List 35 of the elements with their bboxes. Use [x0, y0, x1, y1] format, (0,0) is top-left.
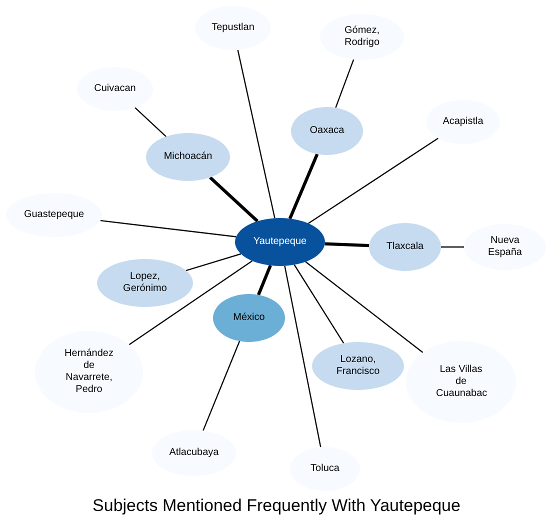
node-label: Cuivacan — [94, 83, 136, 95]
node-label: Nueva España — [487, 235, 523, 259]
node-label: Atlacubaya — [169, 447, 219, 459]
connector-line — [284, 266, 322, 448]
connector-line — [134, 107, 166, 137]
node-label: Lozano, Francisco — [335, 354, 381, 378]
connector-line — [100, 220, 236, 238]
connector-line — [256, 264, 272, 296]
node-label: Toluca — [310, 463, 340, 475]
connector-line — [308, 138, 438, 224]
node-label: Gómez, Rodrigo — [343, 25, 381, 49]
ellipse-node — [97, 259, 193, 307]
connector-line — [237, 50, 276, 218]
connector-line — [209, 176, 259, 222]
node-label: Guastepeque — [24, 209, 84, 221]
connector-line — [128, 260, 253, 346]
node-label: Oaxaca — [310, 125, 344, 137]
node-label: Michoacán — [164, 151, 212, 163]
connector-line — [294, 264, 344, 344]
connector-line — [288, 153, 319, 220]
connector-line — [324, 242, 370, 248]
connector-line — [335, 59, 354, 108]
node-label: Las Villas de Cuaunabac — [436, 364, 486, 400]
node-label: Yautepeque — [253, 236, 307, 248]
node-label: Tlaxcala — [386, 241, 424, 253]
node-label: Tepustlan — [212, 22, 254, 34]
node-label: Acapistla — [442, 116, 484, 128]
node-label: Hernández de Navarrete, Pedro — [64, 348, 114, 396]
node-label: México — [233, 312, 265, 324]
connector-line — [441, 246, 464, 248]
diagram-title: Subjects Mentioned Frequently With Yautepeque — [92, 496, 462, 516]
ellipse-node — [312, 342, 404, 390]
node-label: Lopez, Gerónimo — [122, 271, 168, 295]
connector-line — [202, 340, 240, 431]
connector-line — [186, 253, 242, 272]
